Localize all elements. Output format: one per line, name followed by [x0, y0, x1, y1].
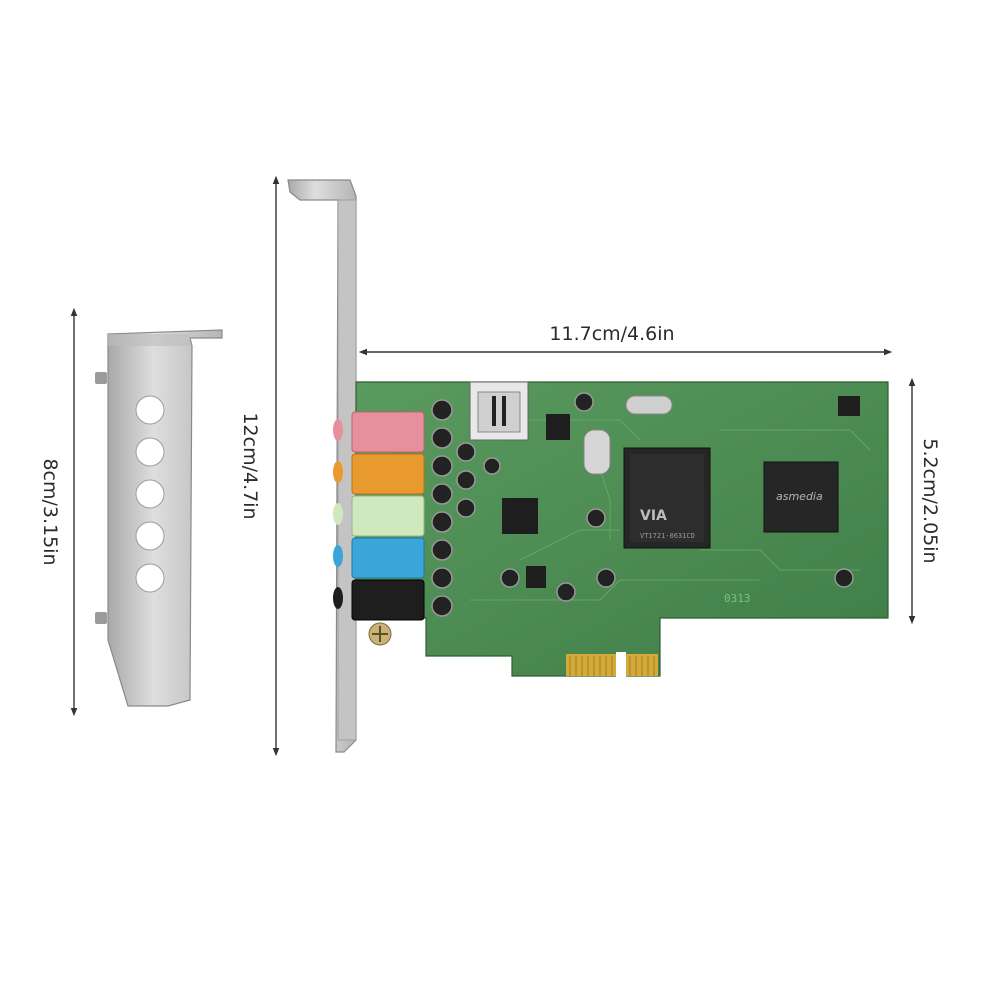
sound-card-pcb: VIA VT1721-0631CD asmedia 0313 [333, 381, 889, 678]
svg-text:VIA: VIA [640, 508, 667, 524]
dimension-low-profile-bracket: 8cm/3.15in [39, 307, 78, 717]
low-profile-bracket [95, 329, 223, 707]
dimension-card-height: 5.2cm/2.05in [908, 377, 941, 625]
via-audio-chip: VIA VT1721-0631CD [623, 447, 711, 549]
dimension-card-length: 11.7cm/4.6in [358, 323, 893, 356]
full-bracket-height-label: 12cm/4.7in [239, 412, 261, 519]
asmedia-bridge-chip: asmedia [763, 461, 839, 533]
pcie-gold-fingers [566, 652, 658, 678]
card-length-label: 11.7cm/4.6in [549, 323, 674, 345]
svg-text:asmedia: asmedia [776, 490, 823, 503]
capacitors [431, 392, 854, 617]
audio-jacks [333, 411, 425, 621]
low-profile-bracket-height-label: 8cm/3.15in [39, 458, 61, 565]
dimension-full-bracket: 12cm/4.7in [239, 175, 280, 757]
card-height-label: 5.2cm/2.05in [919, 438, 941, 563]
svg-text:VT1721-0631CD: VT1721-0631CD [640, 532, 695, 540]
pcb-marking: 0313 [724, 592, 751, 605]
full-height-bracket [287, 179, 357, 753]
